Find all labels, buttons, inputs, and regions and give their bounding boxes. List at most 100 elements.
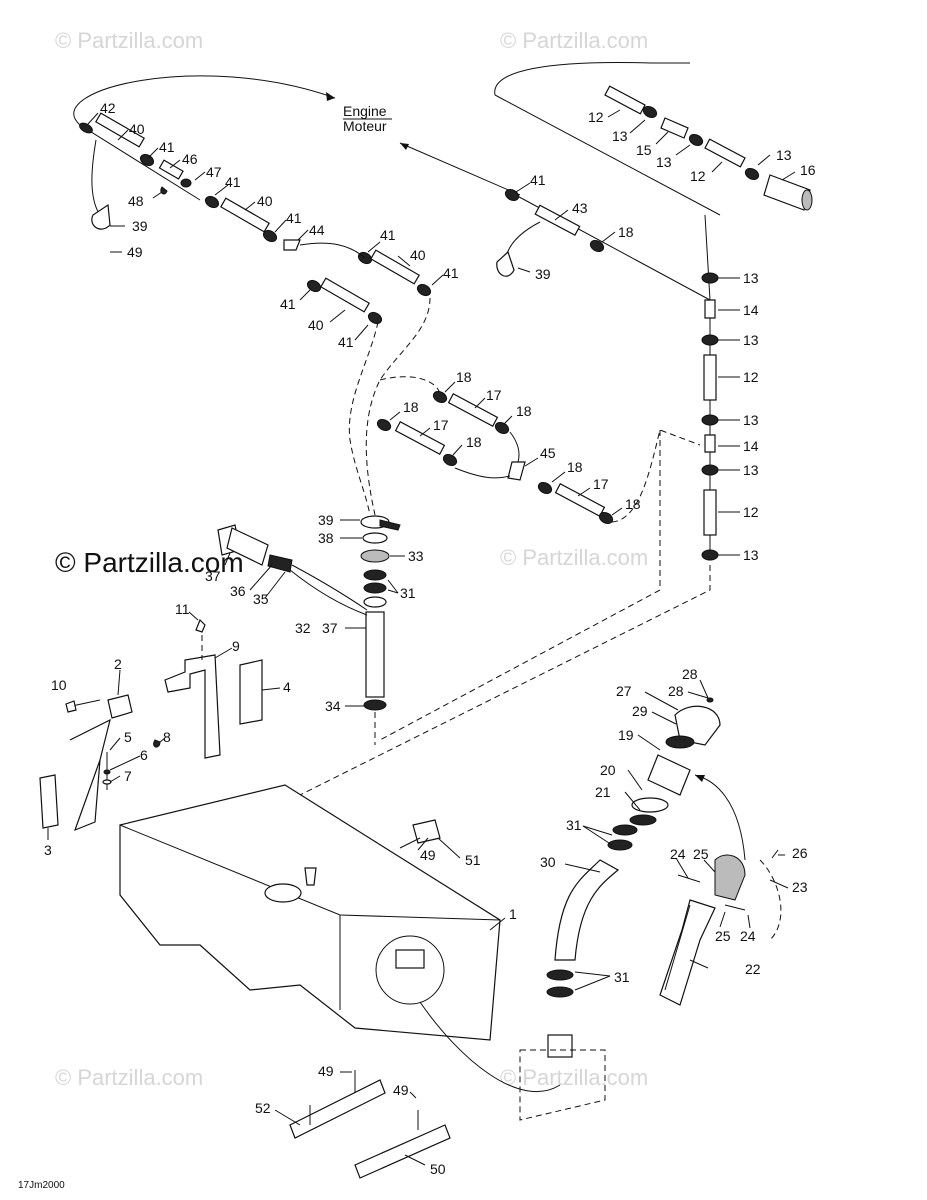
callout: 44 bbox=[309, 222, 325, 238]
callout: 18 bbox=[516, 403, 532, 419]
callout: 13 bbox=[776, 147, 792, 163]
callout: 29 bbox=[632, 703, 648, 719]
arrow-head bbox=[326, 92, 335, 101]
callout: 41 bbox=[443, 265, 459, 281]
callout: 37 bbox=[322, 620, 338, 636]
callout: 41 bbox=[530, 172, 546, 188]
callout: 41 bbox=[286, 210, 302, 226]
callout: 17 bbox=[433, 417, 449, 433]
callout: 40 bbox=[308, 317, 324, 333]
callout: 25 bbox=[693, 846, 709, 862]
callout: 41 bbox=[380, 227, 396, 243]
callout: 12 bbox=[690, 168, 706, 184]
callout: 18 bbox=[403, 399, 419, 415]
callout: 30 bbox=[540, 854, 556, 870]
watermark: © Partzilla.com bbox=[55, 28, 203, 53]
left-hose-assembly bbox=[79, 112, 301, 251]
tee-branch-hoses bbox=[299, 242, 432, 516]
callout: 49 bbox=[318, 1063, 334, 1079]
callout: 49 bbox=[393, 1082, 409, 1098]
watermark-group: © Partzilla.com © Partzilla.com © Partzi… bbox=[55, 28, 648, 1090]
callout-leaders bbox=[47, 109, 796, 1166]
callout: 11 bbox=[175, 601, 190, 617]
supply-line-to-engine bbox=[399, 142, 521, 196]
callout: 12 bbox=[743, 504, 759, 520]
diagram-code: 17Jm2000 bbox=[18, 1180, 65, 1191]
callout: 18 bbox=[625, 496, 641, 512]
watermark: © Partzilla.com bbox=[55, 1065, 203, 1090]
callout: 13 bbox=[612, 128, 628, 144]
callout: 35 bbox=[253, 591, 269, 607]
callout: 17 bbox=[486, 387, 502, 403]
watermark: © Partzilla.com bbox=[500, 28, 648, 53]
callout: 24 bbox=[740, 928, 756, 944]
fuel-tank bbox=[119, 784, 561, 1092]
callout: 33 bbox=[408, 548, 424, 564]
connector-assembly bbox=[217, 524, 368, 616]
callout: 25 bbox=[715, 928, 731, 944]
callout: 34 bbox=[325, 698, 341, 714]
callout: 27 bbox=[616, 683, 632, 699]
callout: 41 bbox=[159, 139, 175, 155]
callout: 28 bbox=[682, 666, 698, 682]
callout: 50 bbox=[430, 1161, 446, 1177]
pickup-assembly bbox=[360, 515, 401, 745]
callout-labels: 42 40 41 46 47 48 41 40 41 44 39 49 41 4… bbox=[44, 100, 816, 1177]
callout: 22 bbox=[745, 961, 761, 977]
callout: 23 bbox=[792, 879, 808, 895]
callout: 49 bbox=[420, 847, 436, 863]
callout: 7 bbox=[124, 768, 132, 784]
callout: 40 bbox=[410, 247, 426, 263]
callout: 21 bbox=[595, 784, 611, 800]
callout: 5 bbox=[124, 729, 132, 745]
watermark: © Partzilla.com bbox=[500, 545, 648, 570]
callout: 4 bbox=[283, 679, 291, 695]
callout: 28 bbox=[668, 683, 684, 699]
callout: 45 bbox=[540, 445, 556, 461]
callout: 40 bbox=[129, 121, 145, 137]
callout: 15 bbox=[636, 142, 652, 158]
callout: 8 bbox=[163, 729, 171, 745]
engine-label: Engine bbox=[343, 103, 387, 119]
supply-line-assembly bbox=[289, 188, 719, 801]
arrow-head bbox=[400, 143, 409, 150]
filler-assembly bbox=[519, 697, 782, 1121]
moteur-label: Moteur bbox=[343, 118, 387, 134]
callout: 17 bbox=[593, 476, 609, 492]
callout: 9 bbox=[232, 638, 240, 654]
callout: 18 bbox=[567, 459, 583, 475]
callout: 18 bbox=[466, 434, 482, 450]
callout: 16 bbox=[800, 162, 816, 178]
callout: 31 bbox=[614, 969, 630, 985]
callout: 39 bbox=[132, 218, 148, 234]
callout: 41 bbox=[280, 296, 296, 312]
callout: 10 bbox=[51, 677, 67, 693]
callout: 20 bbox=[600, 762, 616, 778]
callout: 14 bbox=[743, 302, 759, 318]
callout: 1 bbox=[509, 906, 517, 922]
callout: 47 bbox=[206, 164, 222, 180]
callout: 40 bbox=[257, 193, 273, 209]
callout: 3 bbox=[44, 842, 52, 858]
callout: 2 bbox=[114, 656, 122, 672]
callout: 13 bbox=[656, 154, 672, 170]
right-top-hose-assembly bbox=[494, 62, 813, 216]
callout: 43 bbox=[572, 200, 588, 216]
callout: 46 bbox=[182, 151, 198, 167]
callout: 31 bbox=[566, 817, 582, 833]
callout: 13 bbox=[743, 332, 759, 348]
callout: 38 bbox=[318, 530, 334, 546]
callout: 39 bbox=[318, 512, 334, 528]
callout: 13 bbox=[743, 270, 759, 286]
callout: 14 bbox=[743, 438, 759, 454]
mounting-parts bbox=[289, 819, 451, 1179]
callout: 18 bbox=[618, 224, 634, 240]
callout: 49 bbox=[127, 244, 143, 260]
callout: 41 bbox=[338, 334, 354, 350]
callout: 18 bbox=[456, 369, 472, 385]
callout: 48 bbox=[128, 193, 144, 209]
callout: 24 bbox=[670, 846, 686, 862]
callout: 36 bbox=[230, 583, 246, 599]
callout: 32 bbox=[295, 620, 311, 636]
